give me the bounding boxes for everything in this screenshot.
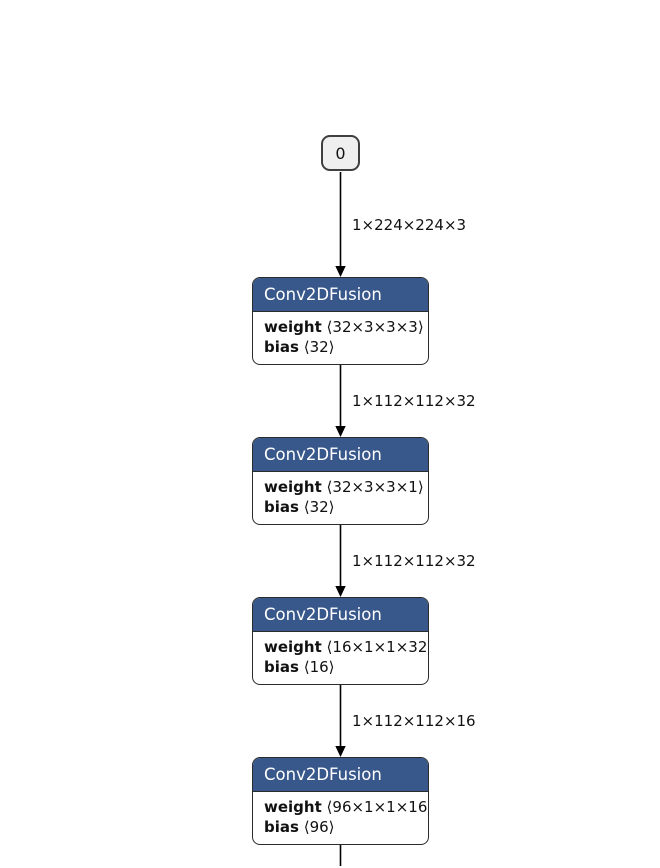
attribute-row: bias ⟨16⟩ — [264, 657, 417, 677]
node-conv2dfusion-4[interactable]: Conv2DFusion weight ⟨96×1×1×16⟩ bias ⟨96… — [252, 757, 429, 845]
arrowhead-icon — [335, 266, 346, 277]
node-attributes: weight ⟨96×1×1×16⟩ bias ⟨96⟩ — [253, 792, 428, 842]
attribute-row: weight ⟨16×1×1×32⟩ — [264, 637, 428, 657]
attribute-row: weight ⟨32×3×3×1⟩ — [264, 477, 424, 497]
node-type-label: Conv2DFusion — [264, 445, 382, 464]
arrowhead-icon — [335, 586, 346, 597]
arrowhead-icon — [335, 426, 346, 437]
attribute-value: ⟨16⟩ — [303, 658, 335, 676]
attribute-row: bias ⟨96⟩ — [264, 817, 417, 837]
node-type-label: Conv2DFusion — [264, 765, 382, 784]
attribute-row: weight ⟨96×1×1×16⟩ — [264, 797, 428, 817]
node-type-label: Conv2DFusion — [264, 285, 382, 304]
node-attributes: weight ⟨32×3×3×3⟩ bias ⟨32⟩ — [253, 312, 428, 362]
attribute-value: ⟨96⟩ — [303, 818, 335, 836]
attribute-name: bias — [264, 818, 299, 836]
node-header[interactable]: Conv2DFusion — [253, 598, 428, 632]
attribute-value: ⟨16×1×1×32⟩ — [326, 638, 429, 656]
edge-shape-label[interactable]: 1×112×112×32 — [352, 392, 476, 410]
attribute-row: bias ⟨32⟩ — [264, 497, 417, 517]
attribute-name: weight — [264, 318, 322, 336]
node-attributes: weight ⟨32×3×3×1⟩ bias ⟨32⟩ — [253, 472, 428, 522]
input-node-0[interactable]: 0 — [321, 135, 360, 171]
attribute-name: bias — [264, 338, 299, 356]
node-header[interactable]: Conv2DFusion — [253, 438, 428, 472]
edge-shape-label[interactable]: 1×112×112×16 — [352, 712, 476, 730]
node-conv2dfusion-2[interactable]: Conv2DFusion weight ⟨32×3×3×1⟩ bias ⟨32⟩ — [252, 437, 429, 525]
attribute-value: ⟨32×3×3×1⟩ — [326, 478, 424, 496]
arrowhead-icon — [335, 746, 346, 757]
node-conv2dfusion-1[interactable]: Conv2DFusion weight ⟨32×3×3×3⟩ bias ⟨32⟩ — [252, 277, 429, 365]
attribute-name: bias — [264, 658, 299, 676]
attribute-row: weight ⟨32×3×3×3⟩ — [264, 317, 424, 337]
attribute-value: ⟨96×1×1×16⟩ — [326, 798, 429, 816]
attribute-value: ⟨32⟩ — [303, 338, 335, 356]
attribute-row: bias ⟨32⟩ — [264, 337, 417, 357]
attribute-name: bias — [264, 498, 299, 516]
edge-shape-label[interactable]: 1×224×224×3 — [352, 216, 467, 234]
node-type-label: Conv2DFusion — [264, 605, 382, 624]
node-attributes: weight ⟨16×1×1×32⟩ bias ⟨16⟩ — [253, 632, 428, 682]
attribute-name: weight — [264, 478, 322, 496]
edge-shape-label[interactable]: 1×112×112×32 — [352, 552, 476, 570]
attribute-value: ⟨32⟩ — [303, 498, 335, 516]
input-node-label: 0 — [335, 143, 346, 163]
node-header[interactable]: Conv2DFusion — [253, 758, 428, 792]
node-conv2dfusion-3[interactable]: Conv2DFusion weight ⟨16×1×1×32⟩ bias ⟨16… — [252, 597, 429, 685]
node-header[interactable]: Conv2DFusion — [253, 278, 428, 312]
attribute-value: ⟨32×3×3×3⟩ — [326, 318, 424, 336]
attribute-name: weight — [264, 638, 322, 656]
attribute-name: weight — [264, 798, 322, 816]
